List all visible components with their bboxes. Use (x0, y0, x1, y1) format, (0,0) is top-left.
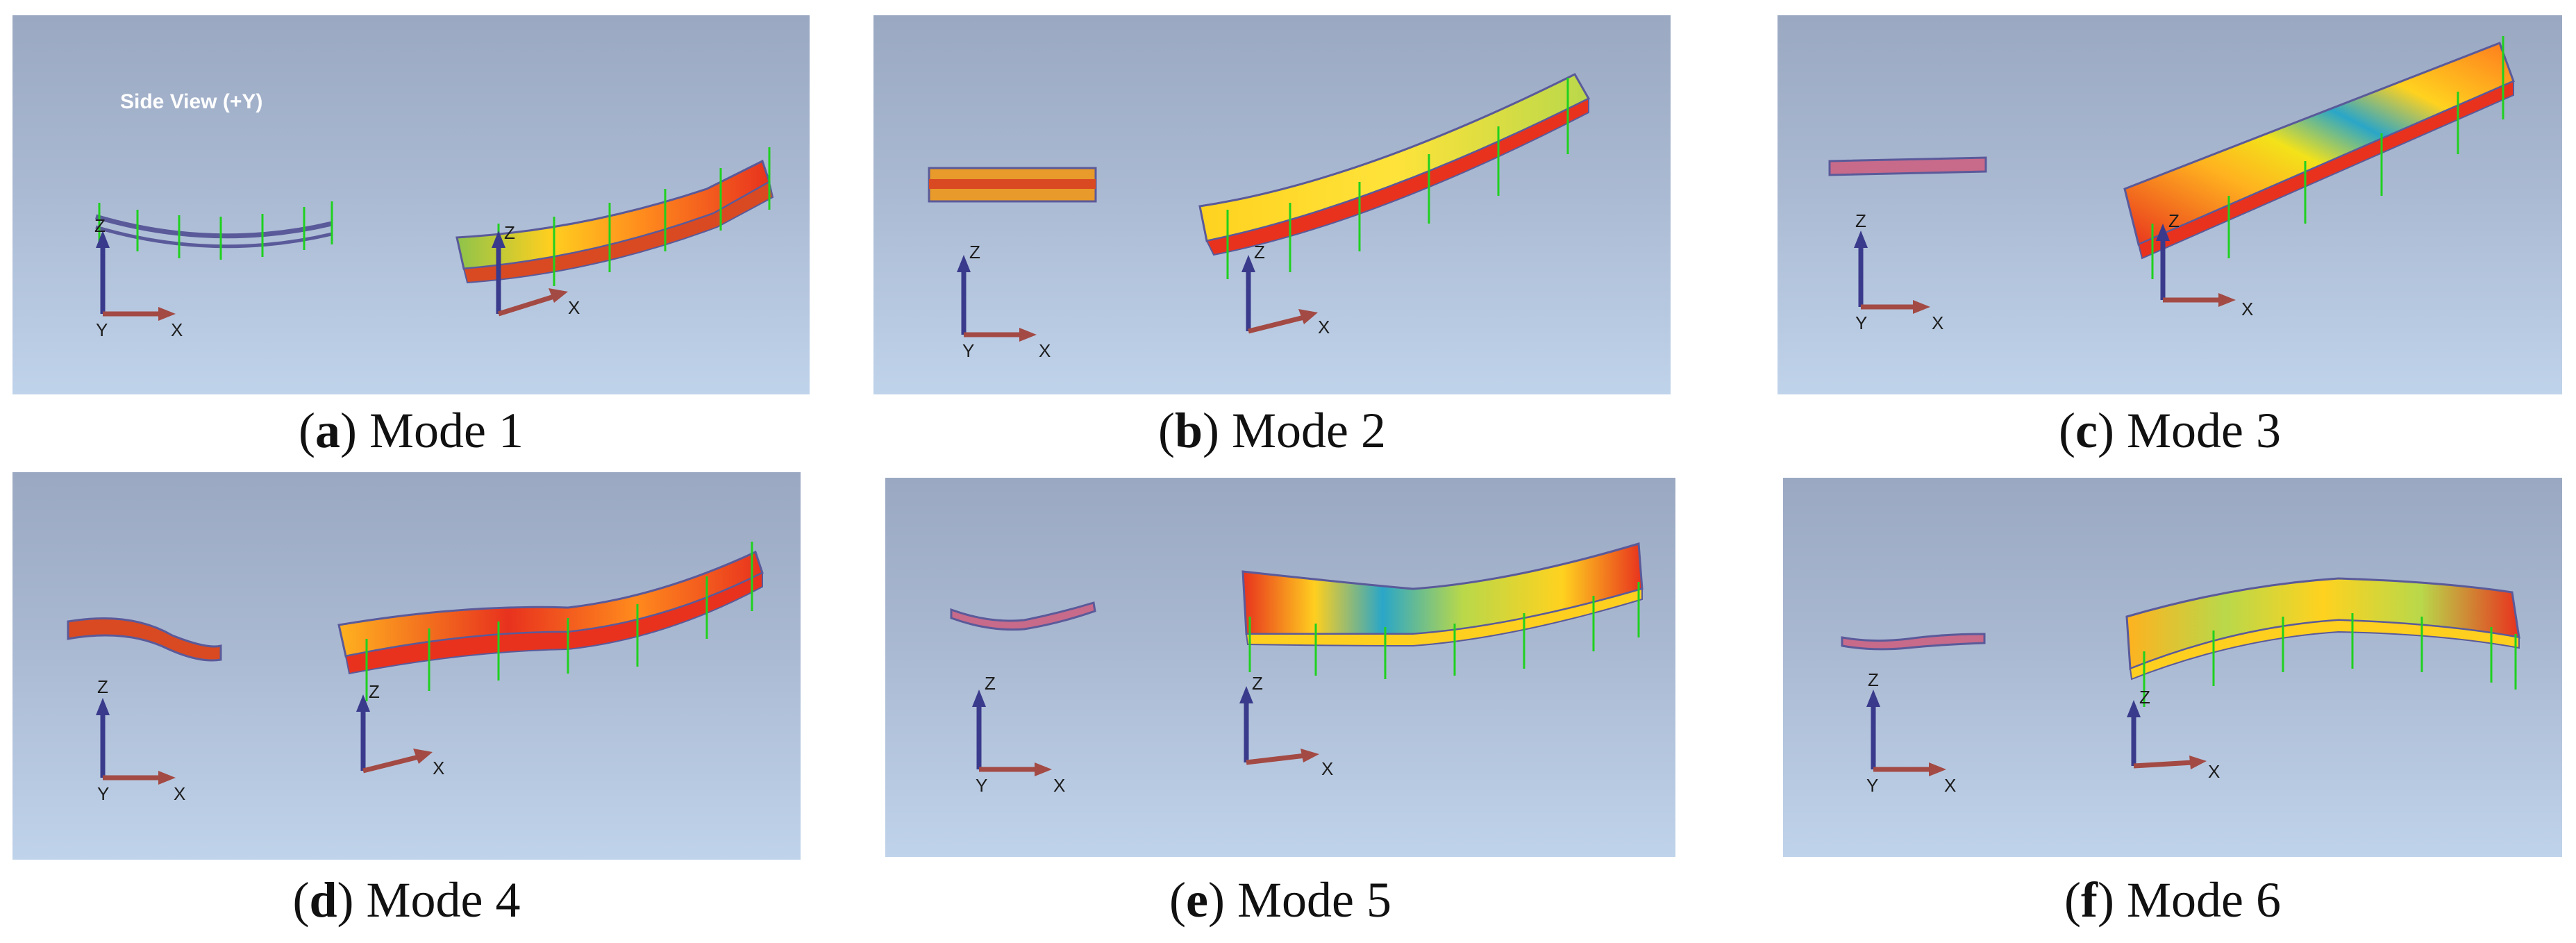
x-axis-label: X (1053, 775, 1065, 796)
caption-mode-5: (e) Mode 5 (1169, 872, 1391, 928)
y-axis-label: Y (1866, 775, 1878, 796)
y-axis-label: Y (1855, 312, 1867, 333)
x-axis-label: X (1039, 340, 1051, 361)
side-view-beam (67, 617, 222, 662)
mode-4-diagram: Z X Y Z X (67, 542, 764, 804)
x-axis-label: X (433, 758, 444, 778)
caption-mode-3: (c) Mode 3 (2059, 403, 2281, 458)
caption-mode-2: (b) Mode 2 (1158, 403, 1386, 458)
coordinate-triad-icon: Z X (2127, 687, 2220, 782)
deformed-beam-3d (455, 147, 774, 286)
z-axis-label: Z (504, 222, 515, 243)
z-axis-label: Z (369, 681, 380, 702)
coordinate-triad-icon: Z X (2156, 210, 2253, 319)
x-axis-label: X (171, 319, 183, 340)
y-axis-label: Y (976, 775, 987, 796)
caption-letter: a (315, 403, 340, 458)
view-label: Side View (+Y) (120, 90, 263, 113)
mode-5-diagram: Z X Y Z X (950, 542, 1644, 796)
caption-letter: b (1174, 403, 1203, 458)
deformed-beam-3d (2125, 577, 2520, 707)
mode-3-diagram: Z X Y Z X (1828, 36, 2515, 333)
coordinate-triad-icon: Z X (1239, 673, 1333, 779)
deformed-beam-3d (2123, 36, 2515, 279)
x-axis-label: X (2241, 299, 2253, 319)
x-axis-label: X (1944, 775, 1956, 796)
caption-text: Mode 5 (1237, 872, 1391, 928)
panel-mode-1: Side View (+Y) Z X Y (12, 15, 810, 394)
z-axis-label: Z (985, 673, 996, 694)
caption-letter: d (309, 872, 337, 928)
z-axis-label: Z (94, 215, 106, 236)
deformed-beam-3d (1198, 73, 1591, 279)
caption-text: Mode 3 (2126, 403, 2281, 458)
z-axis-label: Z (1868, 669, 1879, 690)
deformed-beam-3d (337, 542, 764, 701)
deformed-beam-3d (1241, 542, 1644, 679)
side-view-beam (1841, 633, 1986, 651)
caption-text: Mode 2 (1232, 403, 1386, 458)
panel-mode-4: Z X Y Z X (12, 472, 801, 860)
mode-1-diagram: Z X Y Z X (94, 147, 774, 340)
z-axis-label: Z (969, 242, 980, 262)
z-axis-label: Z (1254, 242, 1265, 262)
x-axis-label: X (568, 297, 580, 318)
side-view-beam (95, 201, 333, 260)
caption-text: Mode 1 (369, 403, 524, 458)
caption-letter: c (2075, 403, 2098, 458)
mode-6-diagram: Z X Y Z X (1841, 577, 2520, 796)
panel-mode-3: Z X Y Z X (1778, 15, 2562, 394)
caption-text: Mode 6 (2126, 872, 2281, 928)
caption-text: Mode 4 (366, 872, 521, 928)
y-axis-label: Y (962, 340, 974, 361)
x-axis-label: X (1932, 312, 1943, 333)
x-axis-label: X (1318, 317, 1330, 337)
coordinate-triad-icon: Z X Y (1854, 210, 1943, 333)
coordinate-triad-icon: Z X Y (957, 242, 1051, 361)
caption-letter: f (2081, 872, 2098, 928)
y-axis-label: Y (96, 319, 108, 340)
side-view-beam (928, 167, 1097, 203)
coordinate-triad-icon: Z X (356, 681, 444, 778)
x-axis-label: X (174, 783, 185, 804)
x-axis-label: X (2208, 761, 2220, 782)
side-view-beam (950, 601, 1096, 631)
mode-2-diagram: Z X Y Z X (928, 73, 1591, 361)
coordinate-triad-icon: Z X (492, 222, 580, 318)
side-view-beam (1828, 156, 1987, 176)
caption-letter: e (1186, 872, 1208, 928)
caption-mode-4: (d) Mode 4 (292, 872, 521, 928)
coordinate-triad-icon: Z X Y (1866, 669, 1956, 796)
caption-mode-1: (a) Mode 1 (299, 403, 524, 458)
z-axis-label: Z (2139, 687, 2150, 708)
coordinate-triad-icon: Z X Y (972, 673, 1065, 796)
caption-mode-6: (f) Mode 6 (2064, 872, 2281, 928)
x-axis-label: X (1321, 758, 1333, 779)
z-axis-label: Z (2168, 210, 2180, 231)
panel-mode-2: Z X Y Z X (873, 15, 1671, 394)
coordinate-triad-icon: Z X Y (96, 676, 185, 804)
panel-mode-5: Z X Y Z X (885, 478, 1675, 857)
panel-mode-6: Z X Y Z X (1783, 478, 2562, 857)
coordinate-triad-icon: Z X Y (94, 215, 183, 340)
z-axis-label: Z (97, 676, 108, 697)
coordinate-triad-icon: Z X (1241, 242, 1330, 337)
y-axis-label: Y (97, 783, 109, 804)
z-axis-label: Z (1855, 210, 1866, 231)
z-axis-label: Z (1252, 673, 1263, 694)
